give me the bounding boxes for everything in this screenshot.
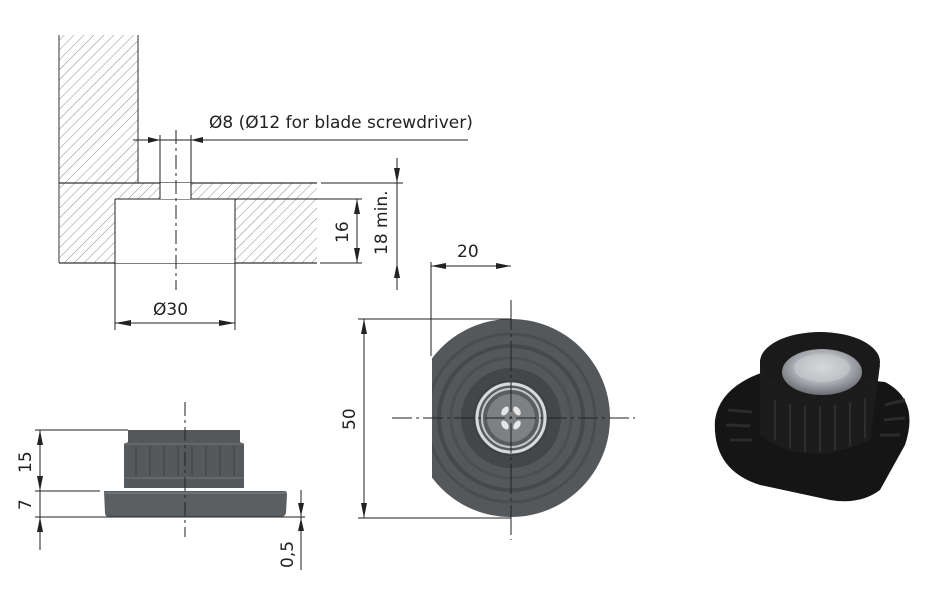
knob <box>124 430 244 488</box>
wall-hatch <box>59 35 139 183</box>
offset-label: 20 <box>457 242 479 262</box>
flange-height-label-visible: 7 <box>16 499 36 510</box>
flange <box>104 491 287 517</box>
product-photo <box>714 332 910 502</box>
bore <box>115 199 235 263</box>
side-view <box>35 402 305 570</box>
top-view <box>358 262 635 540</box>
upper-height-label: 15 <box>16 451 36 473</box>
min-thickness-label: 18 min. <box>372 190 392 256</box>
bore-diameter-label: Ø30 <box>153 300 189 320</box>
section-view <box>58 35 468 330</box>
bore-depth-label: 16 <box>333 221 353 243</box>
hole-diameter-label: Ø8 (Ø12 for blade screwdriver) <box>209 113 473 133</box>
clearance-label: 0,5 <box>278 540 298 568</box>
diameter-label: 50 <box>340 408 360 430</box>
